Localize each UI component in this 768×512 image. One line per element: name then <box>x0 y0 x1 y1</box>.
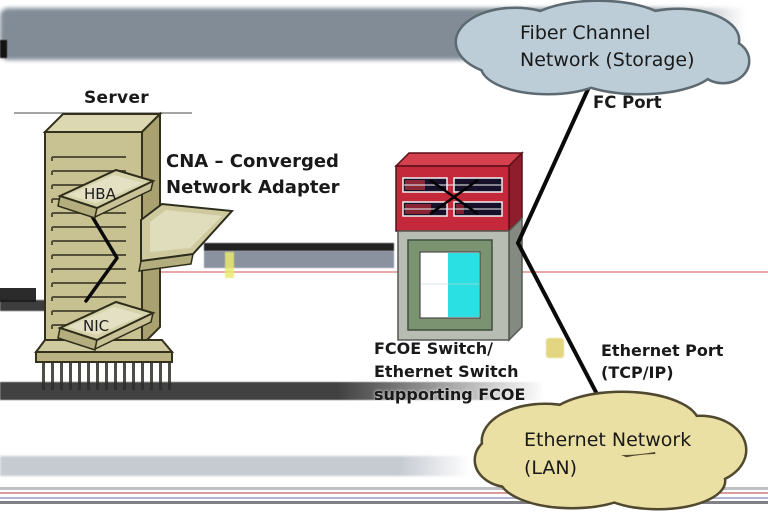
fcoe-switch-label-line2: Ethernet Switch <box>374 362 519 381</box>
fc-port-label: FC Port <box>593 93 662 112</box>
fcoe-switch-label-line3: supporting FCOE <box>374 385 526 404</box>
cna-label: CNA – Converged Network Adapter <box>166 149 340 201</box>
artifact-nub-left <box>0 40 7 58</box>
artifact-line-487 <box>0 487 768 490</box>
hba-card-highlight <box>68 175 143 203</box>
fiber-cloud-label-line1: Fiber Channel <box>520 22 651 44</box>
cna-label-line1: CNA – Converged <box>166 151 339 172</box>
server-top-face <box>42 113 163 133</box>
ethernet-port-label-line1: Ethernet Port <box>601 341 724 360</box>
fcoe-switch-label: FCOE Switch/ Ethernet Switch supporting … <box>374 337 525 406</box>
cna-card-highlight <box>150 210 222 252</box>
hba-card: HBA <box>57 168 156 219</box>
hba-label: HBA <box>84 185 117 203</box>
artifact-line-501 <box>0 501 768 504</box>
artifact-band-slate-low <box>0 456 470 476</box>
server-front-face <box>44 131 143 346</box>
fiber-channel-cloud-label: Fiber Channel Network (Storage) <box>520 20 695 74</box>
nic-card: NIC <box>57 300 156 351</box>
server-base-front <box>35 351 173 363</box>
ethernet-link-line <box>516 241 600 398</box>
fcoe-switch-label-line1: FCOE Switch/ <box>374 339 493 358</box>
artifact-line-492 <box>0 492 768 494</box>
fcoe-switch <box>394 151 524 342</box>
nic-label: NIC <box>83 317 109 335</box>
artifact-yellow-blob <box>546 338 564 358</box>
switch-screen-cyan <box>448 253 479 317</box>
nic-card-highlight <box>68 307 143 335</box>
fiber-cloud-label-line2: Network (Storage) <box>520 49 695 71</box>
switch-red-top-face <box>394 152 524 167</box>
server-label-text: Server <box>84 88 149 108</box>
switch-crossbar-x <box>429 178 479 216</box>
ethernet-cloud <box>473 390 748 511</box>
server-tower <box>34 111 175 363</box>
fc-port-label-text: FC Port <box>593 93 662 112</box>
fc-link-line <box>516 85 591 245</box>
artifact-band-charcoal <box>0 382 545 400</box>
ethernet-cloud-label-line2: (LAN) <box>524 457 578 479</box>
ethernet-port-label-line2: (TCP/IP) <box>601 363 674 382</box>
ethernet-port-label: Ethernet Port (TCP/IP) <box>601 340 723 384</box>
ethernet-cloud-label: Ethernet Network (LAN) <box>524 426 691 482</box>
ethernet-cloud-label-line1: Ethernet Network <box>524 429 692 451</box>
cna-label-line2: Network Adapter <box>166 177 340 198</box>
fiber-channel-cloud <box>454 0 751 96</box>
artifact-block-left-a <box>0 288 36 302</box>
cna-card <box>138 202 235 272</box>
hba-nic-to-cna-connector <box>84 211 119 303</box>
artifact-band-slate-mid <box>204 251 394 268</box>
artifact-yellow-stripe <box>225 252 234 278</box>
artifact-band-dark-mid <box>204 243 394 251</box>
server-label: Server <box>84 88 149 108</box>
artifact-line-497 <box>0 497 768 499</box>
